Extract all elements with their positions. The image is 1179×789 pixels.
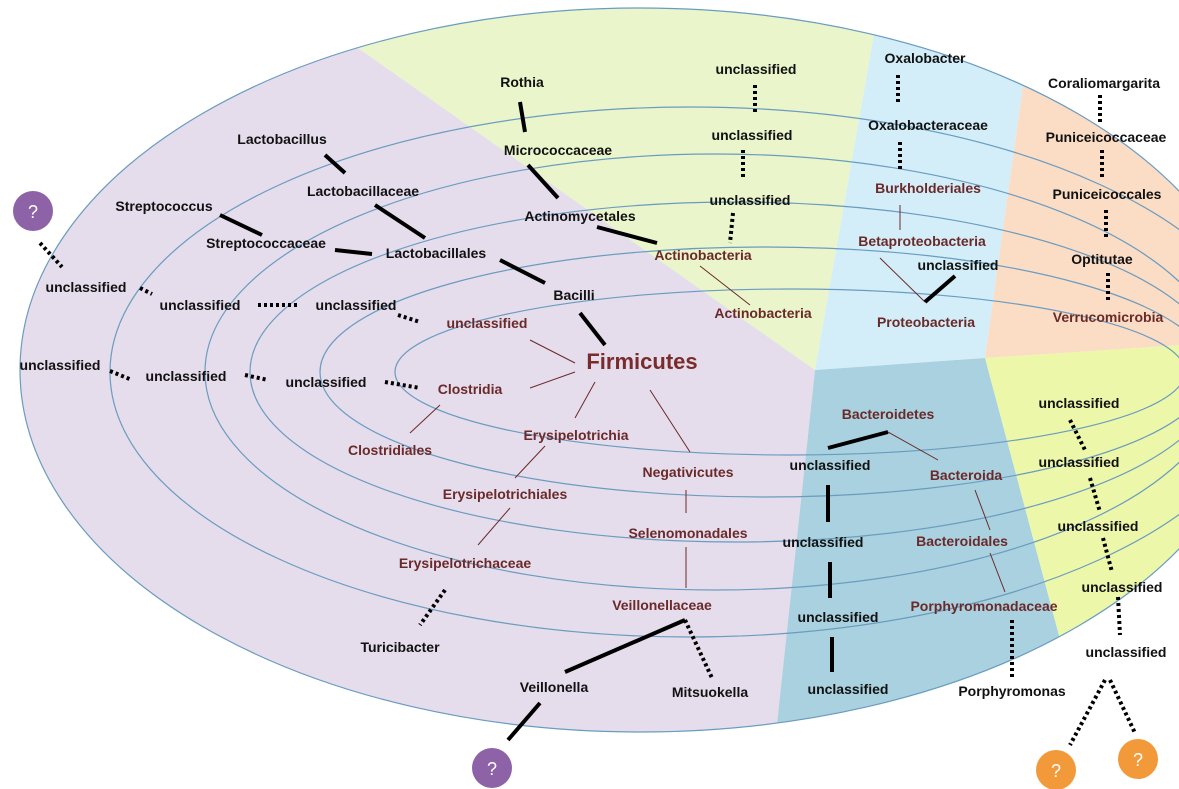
markers: ? ? ? ?	[13, 191, 1158, 789]
genus-coraliomargarita: Coraliomargarita	[1048, 75, 1160, 91]
class-actinobacteria: Actinobacteria	[654, 247, 751, 263]
class-optitutae: Optitutae	[1071, 251, 1133, 267]
genus-turicibacter: Turicibacter	[360, 639, 440, 655]
class-negativicutes: Negativicutes	[642, 464, 733, 480]
unknown-marker-left	[13, 191, 53, 231]
unknown-marker-orange-2-label: ?	[1133, 750, 1143, 770]
order-puniceicoccales: Puniceicoccales	[1053, 186, 1162, 202]
unclassified-bact-4: unclassified	[808, 681, 889, 697]
unclassified-right-5: unclassified	[1086, 644, 1167, 660]
ring-6	[19, 7, 1179, 733]
unclassified-actino-1: unclassified	[716, 61, 797, 77]
order-bacteroidales: Bacteroidales	[916, 533, 1008, 549]
family-micrococcaceae: Micrococcaceae	[504, 142, 612, 158]
genus-rothia: Rothia	[500, 74, 544, 90]
unclassified-bact-3: unclassified	[798, 609, 879, 625]
unclassified-ring5-left: unclassified	[160, 297, 241, 313]
order-lactobacillales: Lactobacillales	[386, 245, 487, 261]
family-streptococcaceae: Streptococcaceae	[206, 235, 326, 251]
unknown-marker-bottom-label: ?	[487, 759, 497, 779]
family-erysipelotrichaceae: Erysipelotrichaceae	[399, 555, 532, 571]
genus-porphyromonas: Porphyromonas	[958, 683, 1066, 699]
genus-veillonella: Veillonella	[520, 679, 589, 695]
verrucomicrobia-sector	[985, 8, 1179, 358]
unclassified-ring4-left: unclassified	[316, 297, 397, 313]
family-veillonellaceae: Veillonellaceae	[612, 597, 712, 613]
genus-oxalobacter: Oxalobacter	[885, 50, 966, 66]
unclassified-right-4: unclassified	[1082, 579, 1163, 595]
class-betaproteobacteria: Betaproteobacteria	[858, 233, 986, 249]
family-oxalobacteraceae: Oxalobacteraceae	[868, 117, 988, 133]
unclassified-clost-2: unclassified	[146, 368, 227, 384]
rings	[19, 7, 1179, 733]
order-erysipelotrichiales: Erysipelotrichiales	[443, 486, 568, 502]
unclassified-actino-3: unclassified	[710, 192, 791, 208]
family-porphyromonadaceae: Porphyromonadaceae	[910, 598, 1057, 614]
phylum-actinobacteria: Actinobacteria	[714, 305, 811, 321]
unknown-marker-orange-1	[1036, 750, 1076, 789]
unknown-marker-orange-1-label: ?	[1051, 761, 1061, 781]
unclassified-bact-1: unclassified	[790, 457, 871, 473]
order-clostridiales: Clostridiales	[348, 442, 432, 458]
connectors	[38, 75, 1137, 746]
unclassified-right-3: unclassified	[1058, 518, 1139, 534]
unclassified-clost-1: unclassified	[20, 357, 101, 373]
unclassified-sector	[985, 340, 1179, 732]
unclassified-proteo: unclassified	[918, 257, 999, 273]
unclassified-right-1: unclassified	[1039, 395, 1120, 411]
class-erysipelotrichia: Erysipelotrichia	[523, 427, 628, 443]
unknown-marker-bottom	[472, 748, 512, 788]
order-burkholderiales: Burkholderiales	[875, 180, 981, 196]
phylum-verrucomicrobia: Verrucomicrobia	[1053, 309, 1164, 325]
unclassified-bacilli-sibling: unclassified	[447, 315, 528, 331]
genus-mitsuokella: Mitsuokella	[672, 684, 748, 700]
unknown-marker-left-label: ?	[28, 202, 38, 222]
firmicutes-sector	[20, 8, 815, 732]
unclassified-outer-left: unclassified	[46, 279, 127, 295]
unclassified-actino-2: unclassified	[712, 127, 793, 143]
phylum-firmicutes: Firmicutes	[586, 349, 697, 374]
proteobacteria-sector	[815, 8, 1035, 370]
class-bacteroida: Bacteroida	[930, 467, 1003, 483]
unclassified-right-2: unclassified	[1039, 454, 1120, 470]
unknown-marker-orange-2	[1118, 739, 1158, 779]
unclassified-clost-3: unclassified	[286, 374, 367, 390]
family-lactobacillaceae: Lactobacillaceae	[307, 183, 419, 199]
unclassified-bact-2: unclassified	[783, 534, 864, 550]
class-bacilli: Bacilli	[553, 287, 594, 303]
ring-1	[394, 288, 1179, 456]
genus-streptococcus: Streptococcus	[115, 198, 212, 214]
ring-4	[204, 153, 1179, 591]
order-selenomonadales: Selenomonadales	[628, 525, 747, 541]
actinobacteria-sector	[290, 8, 880, 370]
class-clostridia: Clostridia	[438, 381, 503, 397]
phylum-bacteroidetes: Bacteroidetes	[842, 406, 935, 422]
ring-3	[249, 201, 1179, 543]
phylum-proteobacteria: Proteobacteria	[877, 314, 975, 330]
family-puniceicoccaceae: Puniceicoccaceae	[1046, 129, 1167, 145]
order-actinomycetales: Actinomycetales	[524, 208, 635, 224]
ring-2	[319, 246, 1179, 498]
genus-lactobacillus: Lactobacillus	[237, 131, 327, 147]
labels: Firmicutes Bacilli Lactobacillales Lacto…	[20, 50, 1167, 700]
